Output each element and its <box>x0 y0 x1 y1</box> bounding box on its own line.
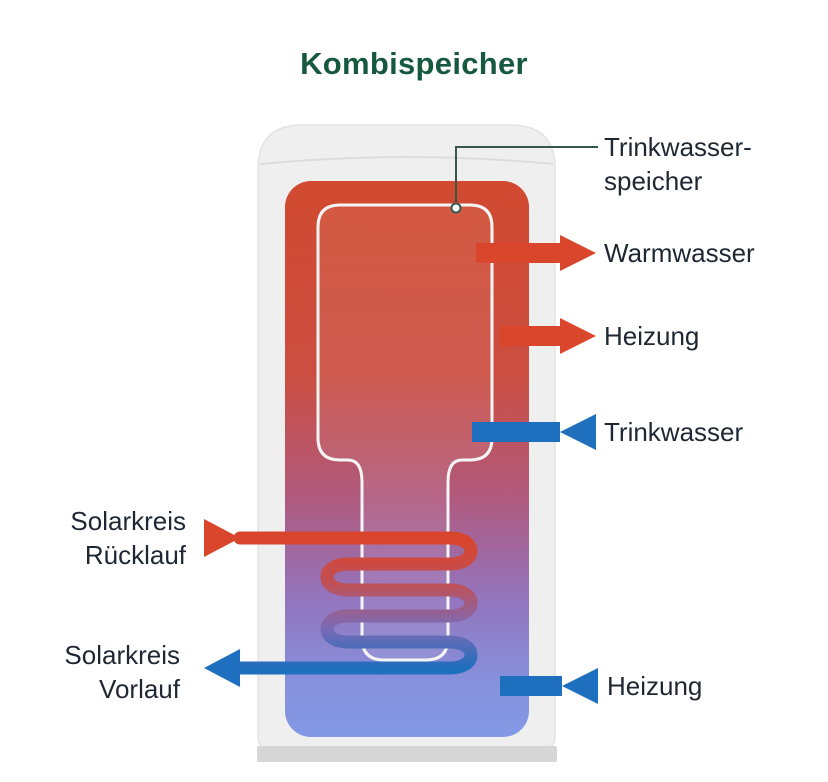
label-warmwasser: Warmwasser <box>604 238 755 268</box>
tank-base <box>257 746 557 762</box>
label-solarkreis-ruecklauf: Solarkreis Rücklauf <box>20 504 186 572</box>
label-trinkwasser: Trinkwasser <box>604 417 744 447</box>
solar-coil <box>233 531 478 675</box>
solarkreis-vorlauf-arrowhead <box>204 649 240 687</box>
label-solarkreis-vorlauf-line2: Vorlauf <box>99 674 180 704</box>
diagram-title: Kombispeicher <box>300 46 528 81</box>
label-heizung-top: Heizung <box>604 321 700 351</box>
label-solarkreis-ruecklauf-line1: Solarkreis <box>70 506 186 536</box>
label-heizung-bottom: Heizung <box>607 671 703 701</box>
tank-lid-seam <box>259 156 554 165</box>
heizung-bottom-arrow <box>500 668 598 704</box>
warmwasser-arrow <box>476 235 596 271</box>
label-solarkreis-vorlauf: Solarkreis Vorlauf <box>20 638 180 706</box>
trinkwasser-arrow <box>472 414 596 450</box>
trinkwasserspeicher-pointer <box>450 146 598 214</box>
heizung-top-arrow <box>500 318 596 354</box>
solarkreis-ruecklauf-arrowhead <box>204 519 240 557</box>
callout-trinkwasserspeicher-line1: Trinkwasser- <box>604 132 752 162</box>
callout-trinkwasserspeicher-line2: speicher <box>604 166 703 196</box>
inner-vessel-outline <box>316 203 494 662</box>
callout-trinkwasserspeicher: Trinkwasser- speicher <box>604 130 752 198</box>
pointer-line <box>455 146 598 202</box>
label-solarkreis-ruecklauf-line2: Rücklauf <box>84 540 186 570</box>
pointer-dot <box>450 202 462 214</box>
label-solarkreis-vorlauf-line1: Solarkreis <box>64 640 180 670</box>
